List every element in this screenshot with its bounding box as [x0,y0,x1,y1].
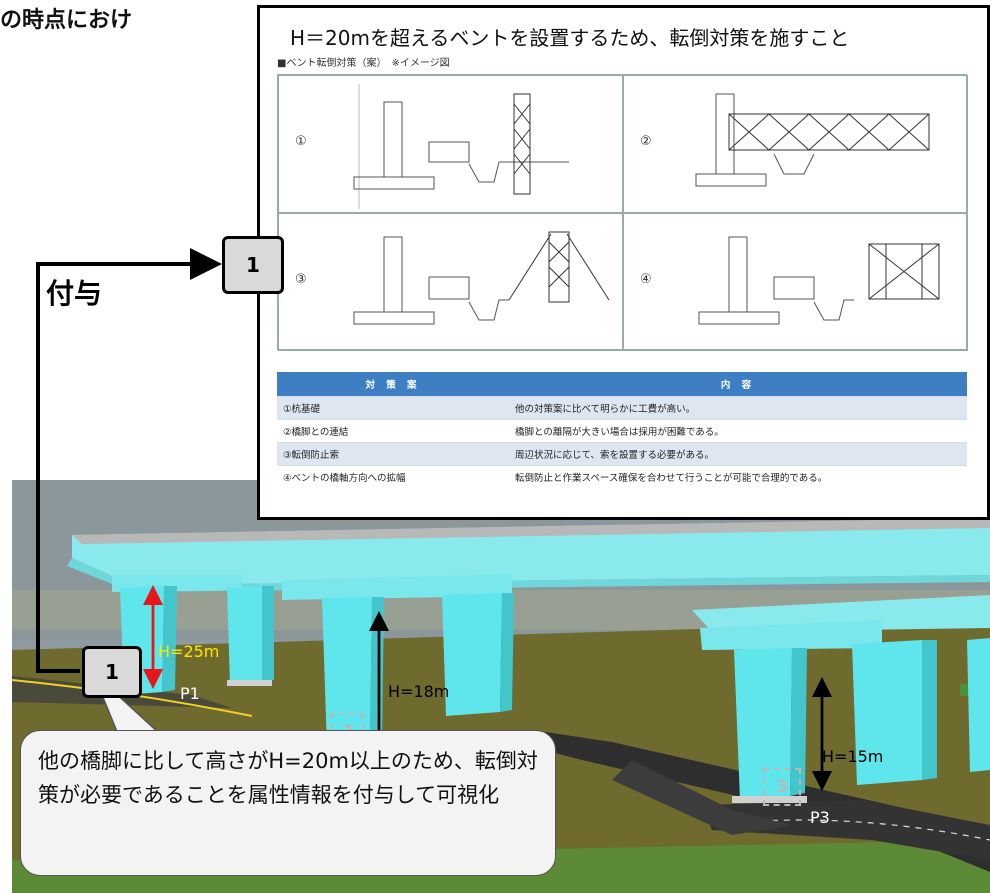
p1-marker-box: 1 [82,646,142,698]
table-cell-content: 周辺状況に応じて、索を設置する必要がある。 [509,441,967,465]
figure-drawing-widened-bent [698,236,940,325]
p3-height-label: H=15m [822,747,884,766]
p2-height-label: H=18m [388,682,450,701]
table-header-measure: 対 策 案 [277,372,509,396]
reference-panel: H＝20mを超えるベントを設置するため、転倒対策を施すこと ■ベント転倒対策（案… [257,5,990,520]
explanation-callout [20,730,556,876]
reference-marker-box: 1 [222,236,284,294]
table-cell-measure: ④ベントの橋軸方向への拡幅 [277,464,509,488]
p3-label: P3 [810,808,830,827]
figure-number: ② [640,134,652,149]
figure-drawing-tie-cable [353,231,610,325]
table-cell-content: 橋脚との離隔が大きい場合は採用が困難である。 [509,418,967,442]
table-row: ②橋脚との連結 橋脚との離隔が大きい場合は採用が困難である。 [277,418,967,442]
figure-cell-1: ① [278,75,623,213]
countermeasure-table: 対 策 案 内 容 ①杭基礎 他の対策案に比べて明らかに工費が高い。 ②橋脚との… [277,372,967,488]
figure-drawing-pile-foundation [353,84,569,209]
cut-heading: の時点におけ [0,8,133,33]
table-cell-measure: ①杭基礎 [277,395,509,419]
table-cell-measure: ②橋脚との連結 [277,418,509,442]
table-cell-content: 転倒防止と作業スペース確保を合わせて行うことが可能で合理的である。 [509,464,967,488]
figure-cell-4: ④ [623,213,968,351]
figure-number: ④ [640,272,652,287]
table-row: ①杭基礎 他の対策案に比べて明らかに工費が高い。 [277,395,967,419]
table-header-content: 内 容 [509,372,967,396]
table-row: ④ベントの橋軸方向への拡幅 転倒防止と作業スペース確保を合わせて行うことが可能で… [277,464,967,488]
figure-number: ③ [295,272,307,287]
figure-cell-2: ② [623,75,968,213]
table-cell-measure: ③転倒防止索 [277,441,509,465]
figure-number: ① [295,134,307,149]
figure-drawing-pier-connection [695,93,930,187]
p1-label: P1 [180,684,200,703]
p1-height-label: H=25m [158,642,220,661]
p3-ghost-marker: 3 [763,768,801,806]
reference-title: H＝20mを超えるベントを設置するため、転倒対策を施すこと [290,26,850,50]
table-cell-content: 他の対策案に比べて明らかに工費が高い。 [509,395,967,419]
countermeasure-figure-grid: ① ② ③ [277,74,968,351]
callout-text: 他の橋脚に比して高さがH=20m以上のため、転倒対策が必要であることを属性情報を… [38,749,538,807]
table-row: ③転倒防止索 周辺状況に応じて、索を設置する必要がある。 [277,441,967,465]
figure-cell-3: ③ [278,213,623,351]
reference-subtitle: ■ベント転倒対策（案） ※イメージ図 [277,58,450,69]
assign-connector-arrow [36,248,222,673]
table-header-row: 対 策 案 内 容 [277,372,967,396]
assign-label: 付与 [46,277,103,310]
